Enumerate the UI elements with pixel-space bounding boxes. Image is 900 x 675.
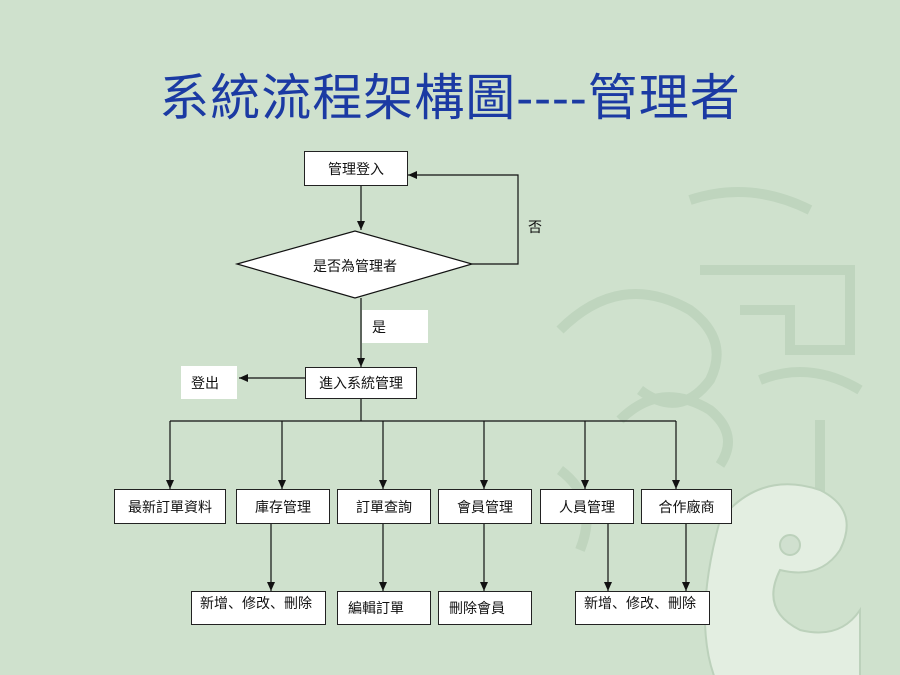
inventory-node: 庫存管理 bbox=[236, 489, 330, 524]
arrow-no-loop bbox=[408, 171, 519, 265]
edit-orders-node: 編輯訂單 bbox=[337, 591, 431, 625]
inventory-actions-node: 新增、修改、刪除 bbox=[191, 591, 326, 625]
no-branch-label: 否 bbox=[528, 220, 542, 236]
login-node: 管理登入 bbox=[304, 151, 408, 186]
decision-label: 是否為管理者 bbox=[313, 259, 397, 275]
logout-node: 登出 bbox=[181, 366, 237, 399]
staff-actions-node: 新增、修改、刪除 bbox=[575, 591, 710, 625]
staff-mgmt-node: 人員管理 bbox=[540, 489, 634, 524]
enter-system-node: 進入系統管理 bbox=[305, 367, 417, 399]
page-title: 系統流程架構圖----管理者 bbox=[159, 69, 741, 127]
partners-node: 合作廠商 bbox=[641, 489, 732, 524]
decision-diamond bbox=[234, 230, 475, 299]
latest-orders-node: 最新訂單資料 bbox=[114, 489, 226, 524]
delete-member-node: 刪除會員 bbox=[438, 591, 532, 625]
yes-branch-label: 是 bbox=[362, 310, 428, 343]
order-query-node: 訂單查詢 bbox=[337, 489, 431, 524]
member-mgmt-node: 會員管理 bbox=[438, 489, 532, 524]
